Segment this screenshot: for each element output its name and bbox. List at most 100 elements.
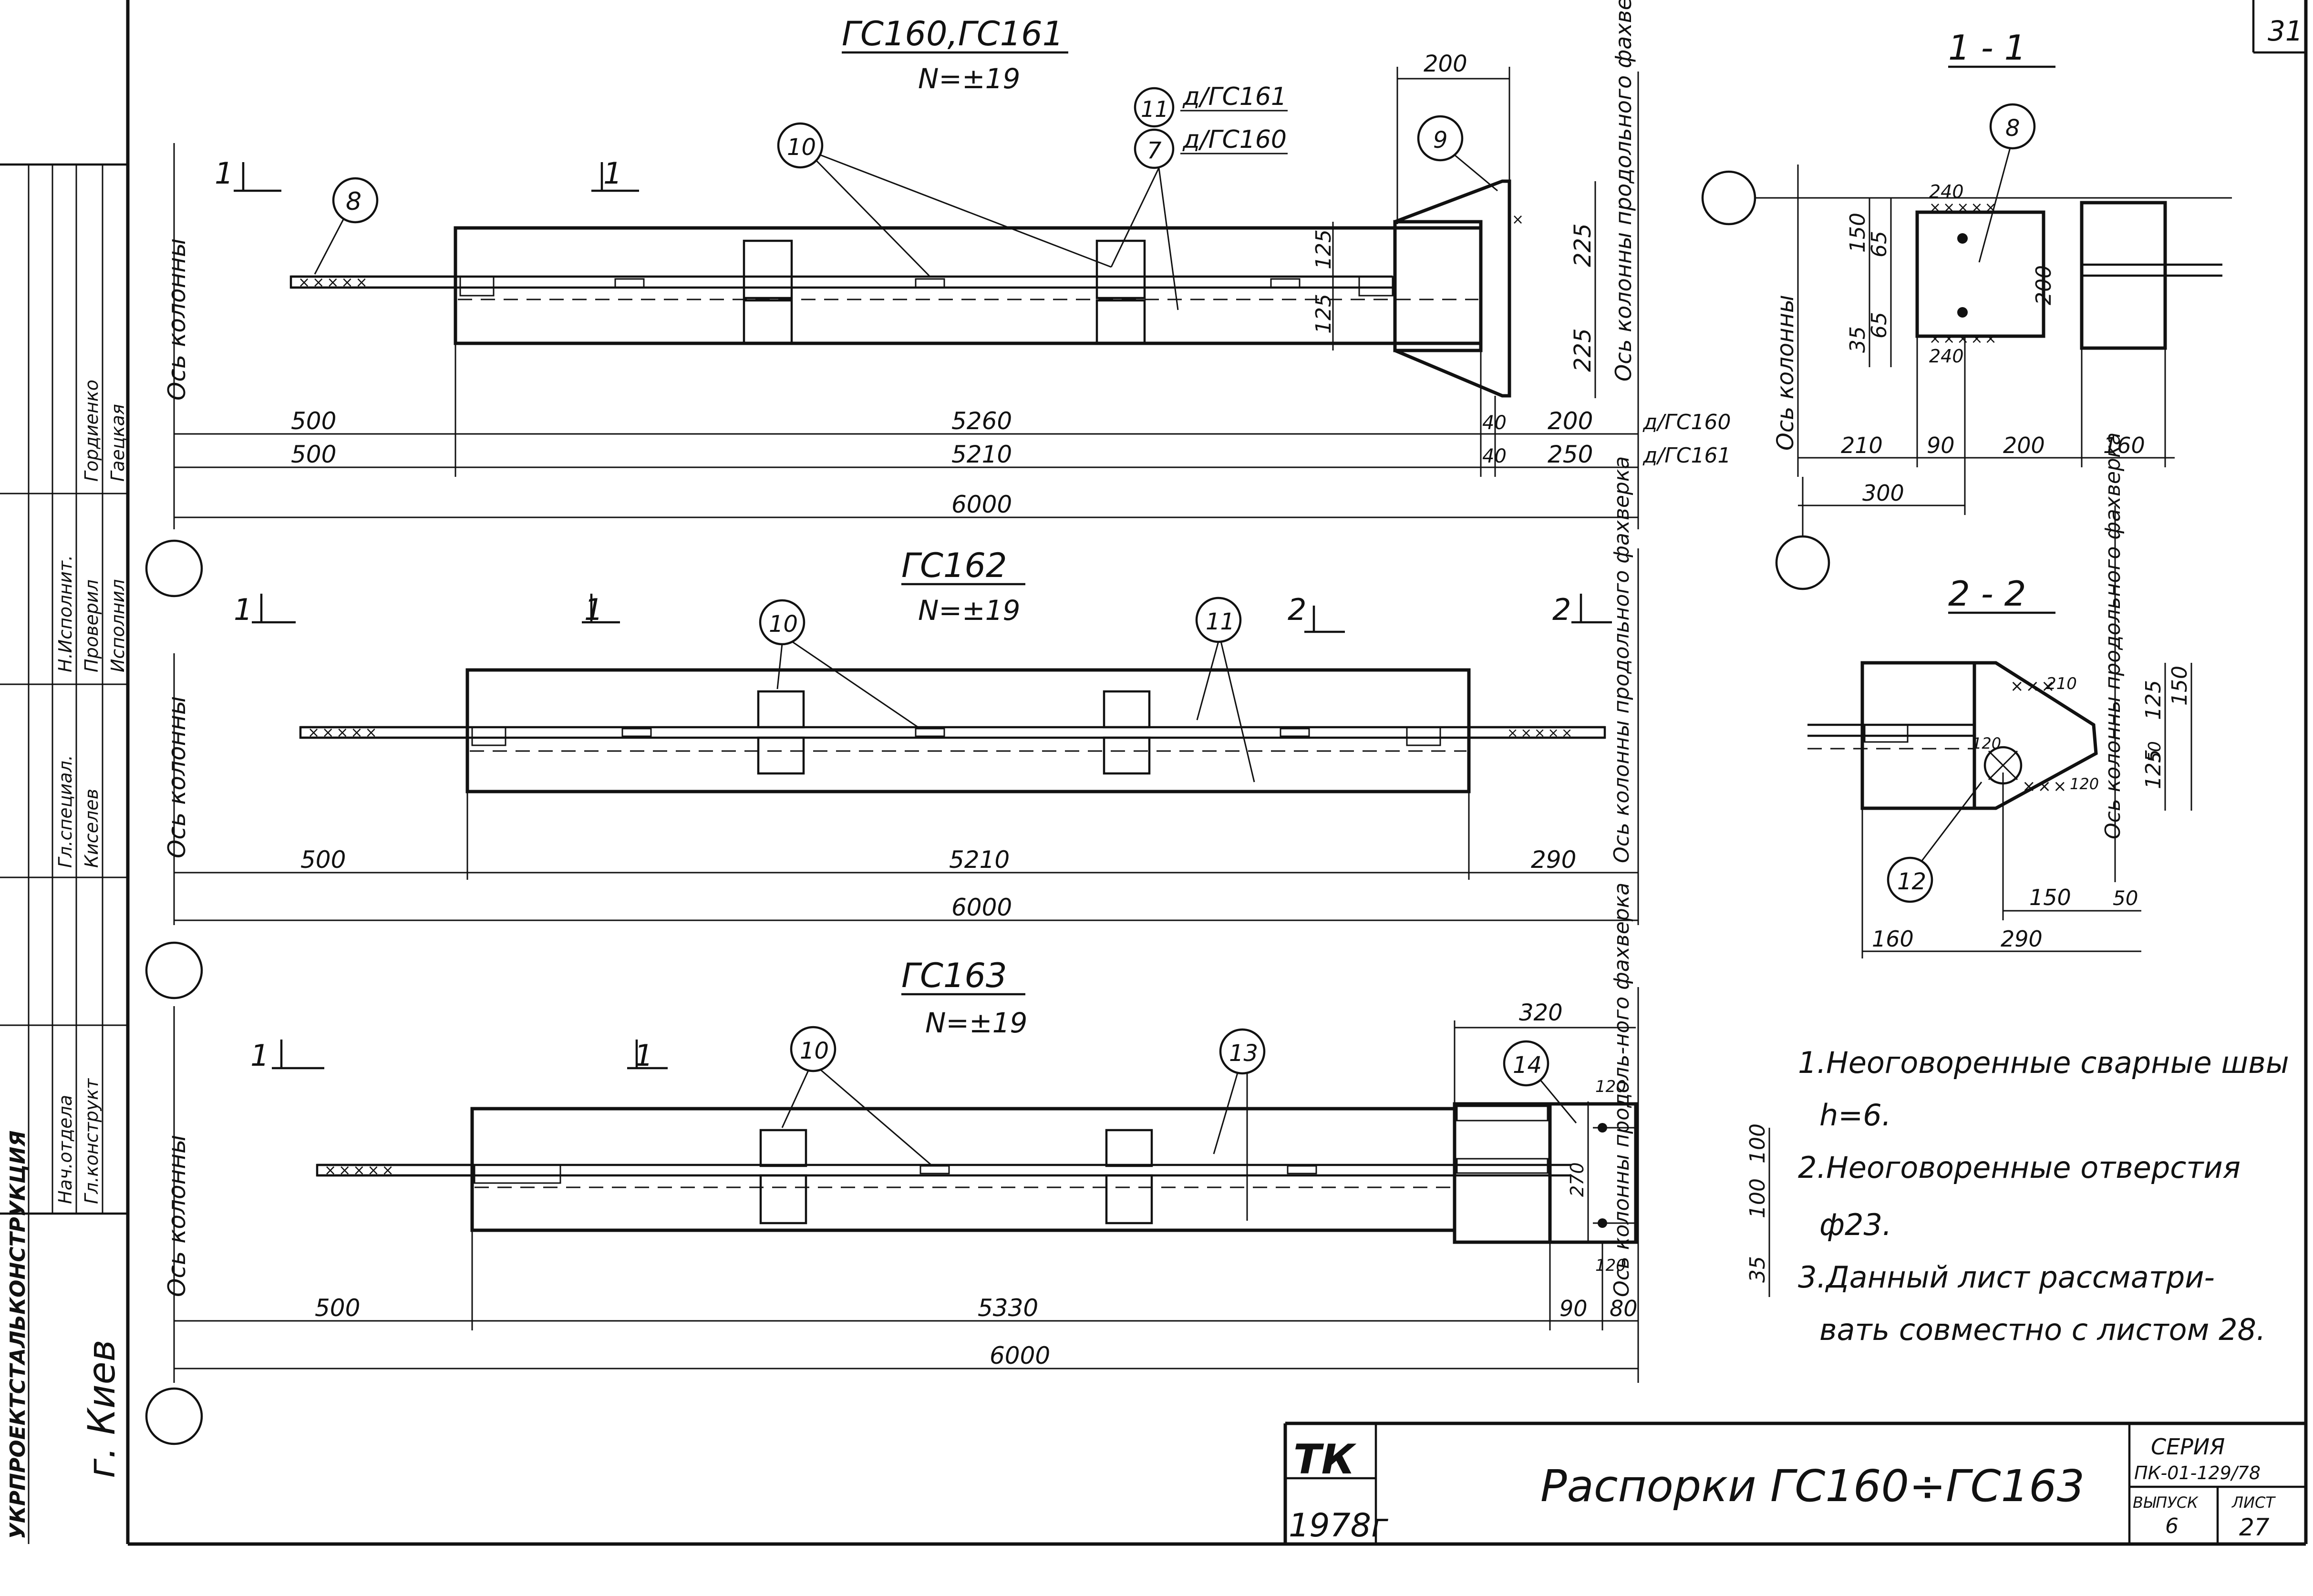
stamp-name-2: Гаецкая (107, 404, 128, 482)
stamp-role-5: Проверил (81, 579, 102, 672)
s22-pos-12: 12 (1897, 868, 1926, 895)
v1-d-125b: 125 (1311, 294, 1336, 334)
s11-v-65b: 65 (1867, 312, 1891, 339)
v1-d-225a: 225 (1570, 223, 1596, 267)
v1-force: N=±19 (918, 62, 1020, 95)
s22-d-210: 210 (2046, 674, 2077, 693)
v2-axis-long: Ось колонны продольного фахверка (1610, 456, 1634, 863)
s11-v-35: 35 (1846, 326, 1870, 353)
v3-dim-b: 5330 (978, 1294, 1038, 1322)
s11-h-90: 90 (1927, 432, 1955, 458)
v2-rod-hatch-left: ××××× (308, 724, 380, 741)
v1-title: ГС160,ГС161 (842, 14, 1064, 53)
v1-axis-long: Ось колонны продольного фахверка (1611, 0, 1636, 381)
s22-d-50v: 50 (2145, 741, 2165, 763)
s22-d-150: 150 (2029, 885, 2071, 910)
s11-h-200: 200 (2003, 432, 2045, 458)
org-city: г. Киев (81, 1339, 124, 1478)
v1-pos-9: 9 (1433, 127, 1448, 154)
s11-h-160: 160 (2103, 432, 2145, 458)
stamp-role-3: Гл.специал. (55, 755, 76, 868)
note-2b: ф23. (1819, 1207, 1892, 1242)
v2-title: ГС162 (901, 546, 1007, 585)
v1-d-200: 200 (1424, 51, 1467, 77)
v1-pos-7: 7 (1147, 137, 1162, 164)
v2-cut-r2: 2 (1552, 592, 1571, 627)
note-1b: h=6. (1819, 1098, 1891, 1133)
stamp-role-2: Гл.конструкт (81, 1078, 102, 1204)
v3-pos-10: 10 (800, 1038, 829, 1064)
v1-cut-left: 1 (215, 156, 233, 191)
v1-pos-10: 10 (787, 134, 816, 161)
s22-d-120a: 120 (1972, 734, 2001, 752)
section-1-1: 1 - 1 Ось колонны ××××× ××××× 8 240 240 … (1701, 28, 2232, 590)
v2-axis-col: Ось колонны (163, 696, 191, 858)
stamp-role-1: Нач.отдела (55, 1095, 76, 1204)
s11-v-150: 150 (1846, 213, 1870, 253)
note-3: 3.Данный лист рассматри- (1798, 1260, 2215, 1295)
v3-d-120a: 120 (1595, 1077, 1626, 1096)
stamp-mark: ТК (1293, 1436, 1357, 1483)
s22-d-125b: 125 (2141, 749, 2166, 789)
s22-d-160: 160 (1872, 926, 1914, 952)
sheet-number: 31 (2268, 15, 2303, 47)
s11-d-240a: 240 (1929, 181, 1964, 202)
v1-cut-mid: 1 (603, 156, 622, 191)
v3-pos-14: 14 (1513, 1052, 1542, 1079)
v3-axis-long: Ось колонны продоль-ного фахверка (1610, 883, 1634, 1297)
v1-d-125a: 125 (1311, 229, 1336, 269)
note-1: 1.Неоговоренные сварные швы (1798, 1045, 2289, 1080)
v1-row2-c: 40 (1482, 445, 1507, 467)
v3-cut-left: 1 (250, 1038, 269, 1073)
v2-pos-10: 10 (769, 611, 798, 638)
view-gs163: ГС163 N=±19 Ось колонны Ось колонны прод… (145, 883, 1770, 1445)
v2-dim-b: 5210 (949, 846, 1010, 874)
v1-note-7: д/ГС160 (1182, 125, 1287, 154)
v1-row2-a: 500 (291, 441, 336, 468)
note-3b: вать совместно с листом 28. (1819, 1312, 2266, 1347)
v3-axis-col: Ось колонны (163, 1135, 191, 1297)
v1-weld: × (1512, 211, 1522, 228)
v2-total: 6000 (951, 894, 1012, 921)
stamp-year: 1978г (1289, 1507, 1389, 1545)
v2-cut-left: 1 (234, 592, 252, 627)
view-gs162: ГС162 N=±19 Ось колонны Ось колонны прод… (145, 456, 1639, 999)
v3-total: 6000 (990, 1342, 1050, 1369)
section-2-2: 2 - 2 Ось колонны продольного фахверка ×… (1807, 432, 2192, 958)
issue-number: 6 (2165, 1514, 2179, 1538)
left-stamp (0, 163, 128, 1544)
notes: 1.Неоговоренные сварные швы h=6. 2.Неого… (1798, 1045, 2289, 1347)
s11-d-240b: 240 (1929, 346, 1964, 367)
s11-axis-col: Ось колонны (1772, 295, 1799, 451)
s11-weld-top: ××××× (1929, 199, 1999, 216)
v2-dim-a: 500 (300, 846, 346, 874)
v3-rod-hatch: ××××× (324, 1162, 396, 1179)
v1-note-11: д/ГС161 (1182, 82, 1287, 111)
v1-row1-d: 200 (1548, 407, 1593, 435)
v1-total: 6000 (951, 491, 1012, 518)
s22-d-290: 290 (2001, 926, 2043, 952)
s22-d-50: 50 (2113, 886, 2138, 910)
s11-h-210: 210 (1841, 432, 1883, 458)
v1-row1-b: 5260 (951, 407, 1012, 435)
v3-force: N=±19 (925, 1007, 1027, 1039)
v1-pos-11: 11 (1141, 96, 1169, 122)
v1-d-225b: 225 (1570, 328, 1596, 372)
v1-row1-e: д/ГС160 (1642, 410, 1731, 434)
s22-d-125a: 125 (2141, 680, 2166, 720)
s11-d-200: 200 (2032, 265, 2056, 305)
v1-axis-col: Ось колонны (163, 238, 191, 401)
stamp-name-1: Киселев (81, 789, 102, 868)
sheet-total: 27 (2239, 1514, 2270, 1541)
issue-label: ВЫПУСК (2133, 1493, 2199, 1512)
s11-weld-bot: ××××× (1929, 330, 1999, 347)
note-2: 2.Неоговоренные отверстия (1798, 1150, 2241, 1185)
drawing-title: Распорки ГС160÷ГС163 (1540, 1461, 2085, 1512)
v2-cut-r1: 2 (1288, 592, 1306, 627)
series-label: СЕРИЯ (2151, 1434, 2225, 1460)
org-name: УКРПРОЕКТСТАЛЬКОНСТРУКЦИЯ (6, 1131, 30, 1539)
frame (126, 0, 2308, 1546)
v1-row2-d: 250 (1548, 441, 1593, 468)
stamp-role-4: Н.Исполнит. (55, 555, 76, 672)
s11-v-65a: 65 (1867, 231, 1891, 257)
